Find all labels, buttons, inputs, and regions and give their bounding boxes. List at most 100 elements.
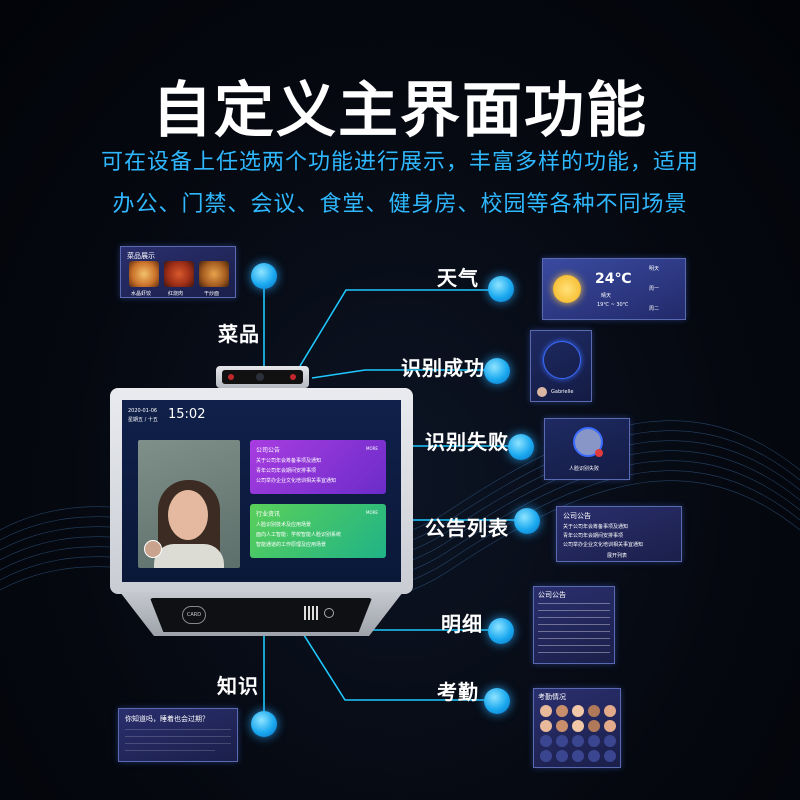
attendance-avatar xyxy=(604,750,616,762)
notice-expand: 展开列表 xyxy=(607,553,628,559)
weather-temp: 24℃ xyxy=(595,271,632,287)
error-icon xyxy=(595,449,603,457)
attendance-avatar xyxy=(540,720,552,732)
attendance-avatar xyxy=(604,705,616,717)
notice-list-dot xyxy=(514,508,540,534)
failure-thumbnail: 人脸识别失败 xyxy=(544,418,630,480)
subtitle-line-1: 可在设备上任选两个功能进行展示，丰富多样的功能，适用 xyxy=(100,150,699,175)
attendance-avatar xyxy=(604,720,616,732)
weather-condition: 晴天 xyxy=(601,293,612,299)
attendance-thumbnail: 考勤情况 xyxy=(533,688,621,768)
menu-thumbnail: 菜品展示 水晶虾饺 红烧肉 干炒面 xyxy=(120,246,236,298)
label-success: 识别成功 xyxy=(401,356,485,380)
card-label: CARD xyxy=(186,612,202,618)
weather-thumbnail: 24℃ 晴天 19℃ ~ 30℃ 明天 周一 周二 xyxy=(542,258,686,320)
news-item-1[interactable]: 人脸识别技术及应用场景 xyxy=(256,522,312,528)
attendance-avatar xyxy=(588,750,600,762)
attendance-grid xyxy=(540,705,616,762)
user-avatar xyxy=(537,387,547,397)
dish-name-2: 红烧肉 xyxy=(168,291,184,297)
attendance-avatar xyxy=(556,720,568,732)
attendance-avatar xyxy=(588,720,600,732)
company-notice-more[interactable]: MORE xyxy=(366,446,378,451)
notice-item-3[interactable]: 公司举办企业文化培训相关事宜通知 xyxy=(256,478,337,484)
detail-dot xyxy=(488,618,514,644)
weather-range: 19℃ ~ 30℃ xyxy=(597,302,629,308)
recognized-avatar xyxy=(144,540,162,558)
label-menu: 菜品 xyxy=(218,322,260,346)
device-screen: 2020-01-06 星期五 / 十五 15:02 公司公告 MORE 关于公司… xyxy=(122,400,401,582)
menu-thumb-title: 菜品展示 xyxy=(127,252,155,260)
failure-dot xyxy=(508,434,534,460)
weather-day-1: 明天 xyxy=(649,266,660,272)
person-shoulders xyxy=(154,544,224,568)
attendance-avatar xyxy=(540,750,552,762)
industry-news-card: 行业资讯 MORE 人脸识别技术及应用场景 面向人工智能：学校智能人脸识别系统 … xyxy=(250,504,386,558)
knowledge-thumb-title: 你知道吗，睡着也会过期？ xyxy=(125,715,209,723)
attendance-avatar xyxy=(540,705,552,717)
attendance-avatar xyxy=(556,705,568,717)
label-attendance: 考勤 xyxy=(437,680,479,704)
sensor-icon xyxy=(324,608,334,618)
scan-ring xyxy=(543,341,581,379)
dish-image-2 xyxy=(164,261,194,287)
card-reader-icon: CARD xyxy=(182,606,206,624)
attendance-avatar xyxy=(540,735,552,747)
attendance-avatar xyxy=(588,705,600,717)
attendance-thumb-title: 考勤情况 xyxy=(538,693,566,701)
attendance-dot xyxy=(484,688,510,714)
label-knowledge: 知识 xyxy=(217,674,259,698)
attendance-avatar xyxy=(556,750,568,762)
attendance-avatar xyxy=(572,750,584,762)
label-weather: 天气 xyxy=(437,266,479,290)
camera-preview xyxy=(138,440,240,568)
weather-day-2: 周一 xyxy=(649,286,660,292)
detail-thumbnail: 公司公告 xyxy=(533,586,615,664)
notice-thumb-item-2: 青年公司年会期间安排事项 xyxy=(563,533,624,539)
attendance-avatar xyxy=(556,735,568,747)
label-notice-list: 公告列表 xyxy=(425,516,509,540)
notice-item-1[interactable]: 关于公司年会筹备事项及通知 xyxy=(256,458,322,464)
subtitle-line-2: 办公、门禁、会议、食堂、健身房、校园等各种不同场景 xyxy=(112,192,688,217)
success-name: Gabrielle xyxy=(551,389,574,395)
success-dot xyxy=(484,358,510,384)
dish-name-3: 干炒面 xyxy=(204,291,220,297)
qr-code-icon xyxy=(304,606,318,620)
notice-item-2[interactable]: 青年公司年会期间安排事项 xyxy=(256,468,317,474)
failure-text: 人脸识别失败 xyxy=(569,466,600,472)
screen-weekday: 星期五 / 十五 xyxy=(128,417,158,423)
knowledge-dot xyxy=(251,711,277,737)
dish-image-1 xyxy=(129,261,159,287)
person-face xyxy=(168,490,208,540)
attendance-avatar xyxy=(572,705,584,717)
label-detail: 明细 xyxy=(441,612,483,636)
company-notice-card: 公司公告 MORE 关于公司年会筹备事项及通知 青年公司年会期间安排事项 公司举… xyxy=(250,440,386,494)
attendance-avatar xyxy=(604,735,616,747)
company-notice-title: 公司公告 xyxy=(256,447,281,454)
news-item-2[interactable]: 面向人工智能：学校智能人脸识别系统 xyxy=(256,532,342,538)
notice-thumb-item-1: 关于公司年会筹备事项及通知 xyxy=(563,524,629,530)
attendance-avatar xyxy=(572,720,584,732)
camera-lens-bar xyxy=(222,370,303,384)
attendance-avatar xyxy=(572,735,584,747)
label-failure: 识别失败 xyxy=(425,430,509,454)
notice-list-thumbnail: 公司公告 关于公司年会筹备事项及通知 青年公司年会期间安排事项 公司举办企业文化… xyxy=(556,506,682,562)
industry-news-title: 行业资讯 xyxy=(256,511,281,518)
weather-day-3: 周二 xyxy=(649,306,660,312)
screen-date: 2020-01-06 xyxy=(128,408,158,414)
weather-dot xyxy=(488,276,514,302)
detail-thumb-title: 公司公告 xyxy=(538,591,566,599)
dish-name-1: 水晶虾饺 xyxy=(131,291,152,297)
screen-time: 15:02 xyxy=(168,407,206,422)
page-title: 自定义主界面功能 xyxy=(152,76,648,146)
success-thumbnail: Gabrielle xyxy=(530,330,592,402)
sun-icon xyxy=(553,275,581,303)
menu-dot xyxy=(251,263,277,289)
notice-thumb-item-3: 公司举办企业文化培训相关事宜通知 xyxy=(563,542,644,548)
industry-news-more[interactable]: MORE xyxy=(366,510,378,515)
knowledge-thumbnail: 你知道吗，睡着也会过期？ xyxy=(118,708,238,762)
attendance-avatar xyxy=(588,735,600,747)
news-item-3[interactable]: 智能通道的工作原理及应用场景 xyxy=(256,542,327,548)
device-reader-panel: CARD xyxy=(150,598,372,632)
